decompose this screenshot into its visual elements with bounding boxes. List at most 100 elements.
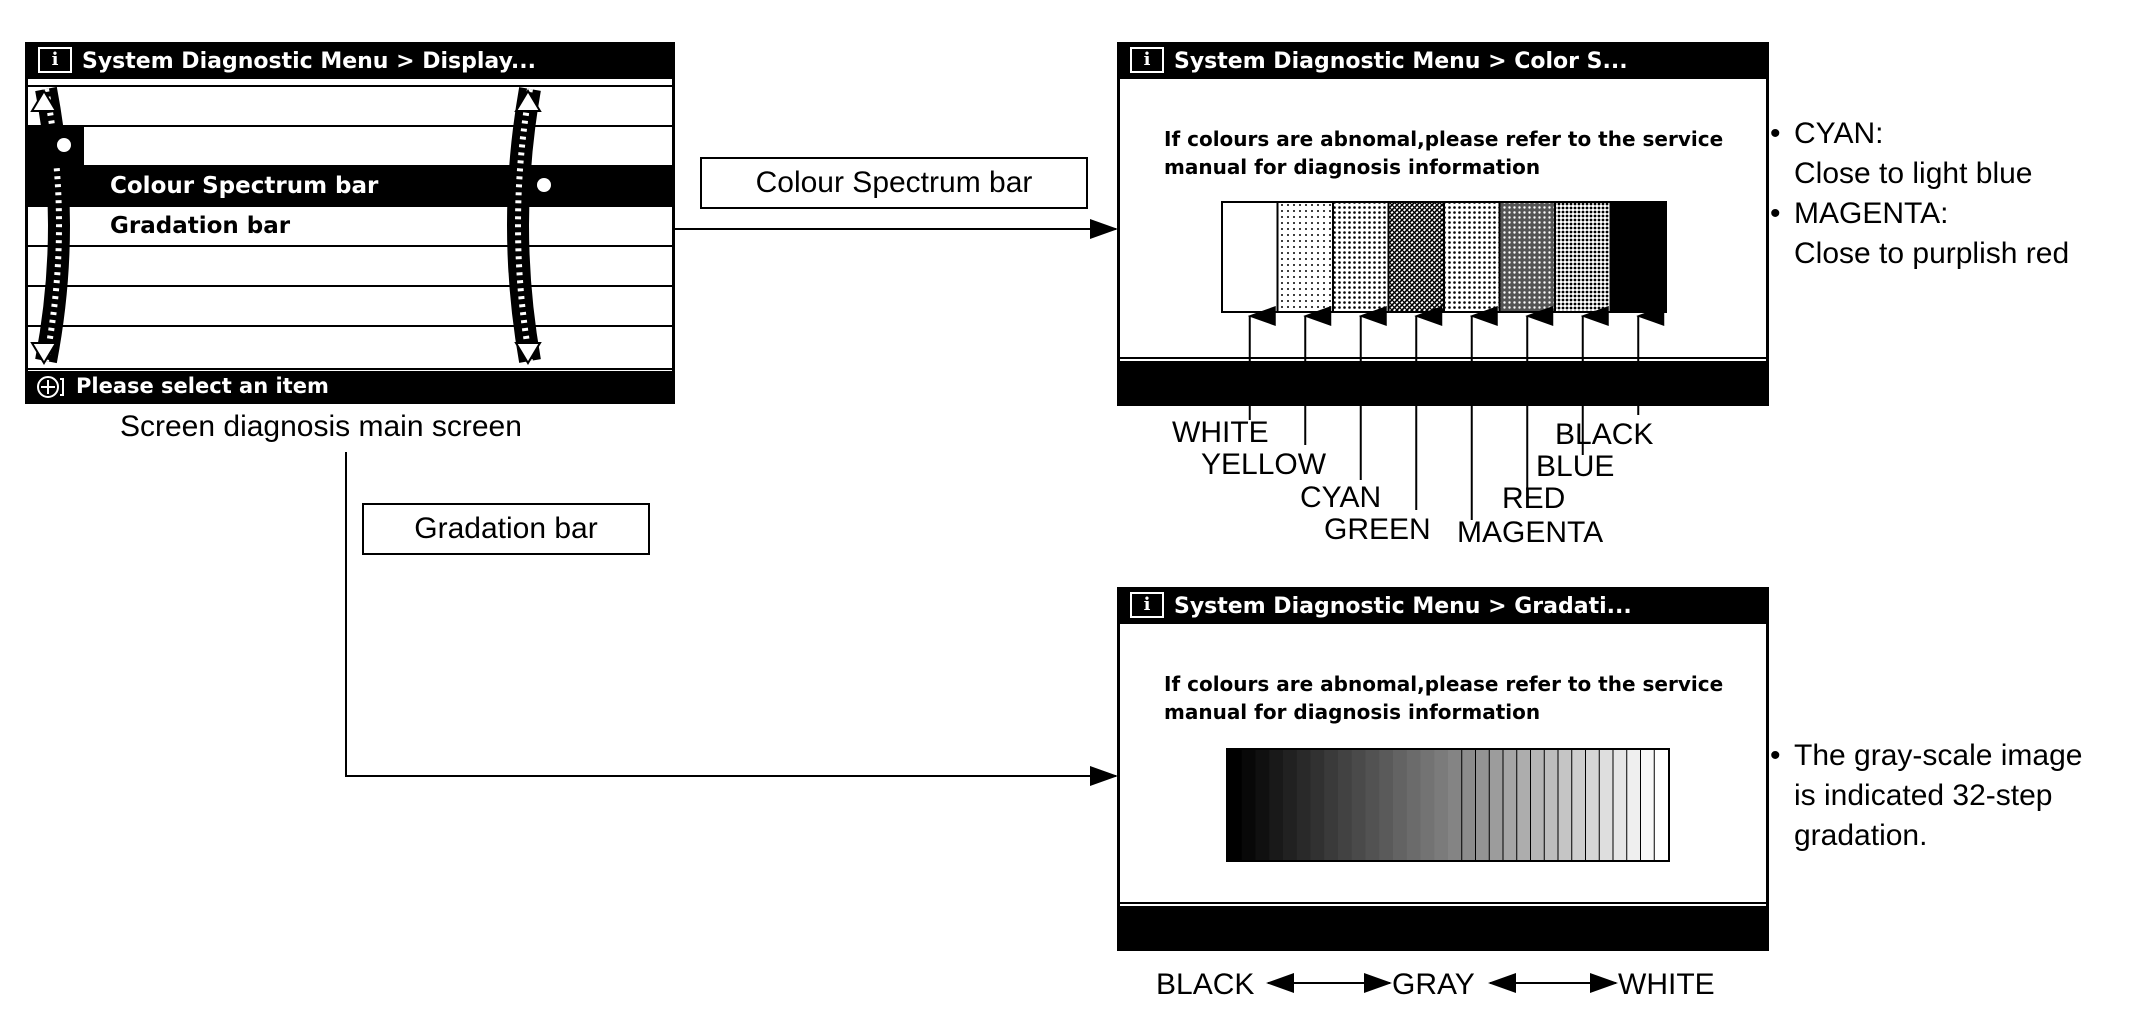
- menu-item-blank-2[interactable]: [28, 127, 672, 167]
- joystick-icon: [37, 376, 64, 398]
- color-bars: [1221, 201, 1667, 313]
- menu-list: Colour Spectrum bar Gradation bar: [28, 85, 672, 369]
- scale-label-black: BLACK: [1156, 968, 1254, 1001]
- status-text: Please select an item: [76, 374, 329, 398]
- menu-item-blank-5[interactable]: [28, 247, 672, 287]
- status-bar: Please select an item: [28, 367, 672, 401]
- color-bar-label-red: RED: [1502, 482, 1565, 515]
- gradation-step: [1255, 750, 1270, 860]
- right-selector-dot-icon: [537, 178, 551, 192]
- right-down-arrow-icon: [514, 342, 542, 365]
- gradation-notes: •The gray-scale image is indicated 32-st…: [1770, 736, 2082, 856]
- left-up-arrow-icon: [30, 89, 58, 112]
- color-message-line1: If colours are abnomal,please refer to t…: [1164, 127, 1724, 151]
- gradation-step: [1516, 750, 1531, 860]
- gradation-step: [1626, 750, 1641, 860]
- color-bar-black: [1609, 201, 1667, 313]
- gradation-step: [1503, 750, 1518, 860]
- color-notes: •CYAN: Close to light blue •MAGENTA: Clo…: [1770, 114, 2069, 274]
- note-cyan-heading: CYAN:: [1794, 117, 1884, 150]
- gradation-scale: BLACK GRAY WHITE: [1156, 968, 1715, 1001]
- menu-item-label: Gradation bar: [110, 213, 291, 239]
- color-message: If colours are abnomal,please refer to t…: [1164, 125, 1723, 181]
- gradation-message: If colours are abnomal,please refer to t…: [1164, 670, 1723, 726]
- menu-item-label: Colour Spectrum bar: [110, 173, 379, 199]
- color-footer: [1120, 355, 1766, 403]
- color-title: System Diagnostic Menu > Color S...: [1174, 49, 1628, 74]
- info-icon: i: [1130, 47, 1164, 73]
- color-bar-cyan: [1332, 201, 1390, 313]
- gradation-step: [1461, 750, 1476, 860]
- gradation-step: [1283, 750, 1298, 860]
- gradation-note-line3: gradation.: [1794, 819, 1928, 852]
- info-icon: i: [38, 47, 72, 73]
- scale-label-gray: GRAY: [1392, 968, 1475, 1001]
- gradation-step: [1269, 750, 1284, 860]
- color-bar-label-yellow: YELLOW: [1201, 448, 1327, 481]
- gradation-step: [1585, 750, 1600, 860]
- color-bar-white: [1221, 201, 1279, 313]
- color-bar-magenta: [1443, 201, 1501, 313]
- gradation-step: [1351, 750, 1366, 860]
- gradation-bar: [1226, 748, 1670, 862]
- menu-item-blank-1[interactable]: [28, 87, 672, 127]
- gradation-step: [1571, 750, 1586, 860]
- color-bar-label-green: GREEN: [1324, 513, 1431, 546]
- gradation-step: [1393, 750, 1408, 860]
- gradation-step: [1599, 750, 1614, 860]
- gradation-step: [1420, 750, 1435, 860]
- scale-label-white: WHITE: [1618, 968, 1715, 1001]
- gradation-step: [1338, 750, 1353, 860]
- color-bar-arrows: [1247, 306, 1665, 520]
- gradation-step: [1489, 750, 1504, 860]
- gradation-footer: [1120, 900, 1766, 948]
- left-selector: [28, 125, 84, 165]
- menu-item-colour-spectrum[interactable]: Colour Spectrum bar: [28, 167, 672, 207]
- gradation-connector: [345, 452, 1118, 786]
- color-bar-label-magenta: MAGENTA: [1457, 516, 1603, 549]
- gradation-message-line2: manual for diagnosis information: [1164, 700, 1541, 724]
- gradation-step: [1365, 750, 1380, 860]
- gradation-step: [1448, 750, 1463, 860]
- gradation-step: [1654, 750, 1669, 860]
- gradation-step: [1310, 750, 1325, 860]
- menu-item-gradation[interactable]: Gradation bar: [28, 207, 672, 247]
- gradation-step: [1530, 750, 1545, 860]
- scroll-arcs: [28, 86, 558, 365]
- gradation-step: [1324, 750, 1339, 860]
- color-bar-green: [1387, 201, 1445, 313]
- note-magenta-heading: MAGENTA:: [1794, 197, 1949, 230]
- note-cyan: •CYAN:: [1770, 117, 1884, 150]
- info-icon: i: [1130, 592, 1164, 618]
- gradation-bar-border: [1226, 748, 1670, 862]
- color-bar-red: [1498, 201, 1556, 313]
- colour-spectrum-link-label[interactable]: Colour Spectrum bar: [700, 157, 1088, 209]
- gradation-note-line2: is indicated 32-step: [1794, 779, 2053, 812]
- gradation-step: [1640, 750, 1655, 860]
- color-message-line2: manual for diagnosis information: [1164, 155, 1541, 179]
- menu-item-blank-6[interactable]: [28, 287, 672, 327]
- gradation-step: [1406, 750, 1421, 860]
- gradation-step: [1228, 750, 1243, 860]
- gradation-message-line1: If colours are abnomal,please refer to t…: [1164, 672, 1724, 696]
- note-magenta: •MAGENTA:: [1770, 197, 1949, 230]
- gradation-step: [1434, 750, 1449, 860]
- gradation-step: [1241, 750, 1256, 860]
- main-screen-caption: Screen diagnosis main screen: [120, 410, 522, 443]
- note-magenta-detail: Close to purplish red: [1794, 237, 2070, 270]
- gradation-step: [1296, 750, 1311, 860]
- color-bar-label-blue: BLUE: [1536, 450, 1614, 483]
- gradation-link-label[interactable]: Gradation bar: [362, 503, 650, 555]
- color-title-bar: i System Diagnostic Menu > Color S...: [1120, 45, 1766, 79]
- gradation-note-text1: The gray-scale image: [1794, 739, 2083, 772]
- color-bar-blue: [1554, 201, 1612, 313]
- gradation-step: [1544, 750, 1559, 860]
- gradation-note-line1: •The gray-scale image: [1770, 739, 2083, 772]
